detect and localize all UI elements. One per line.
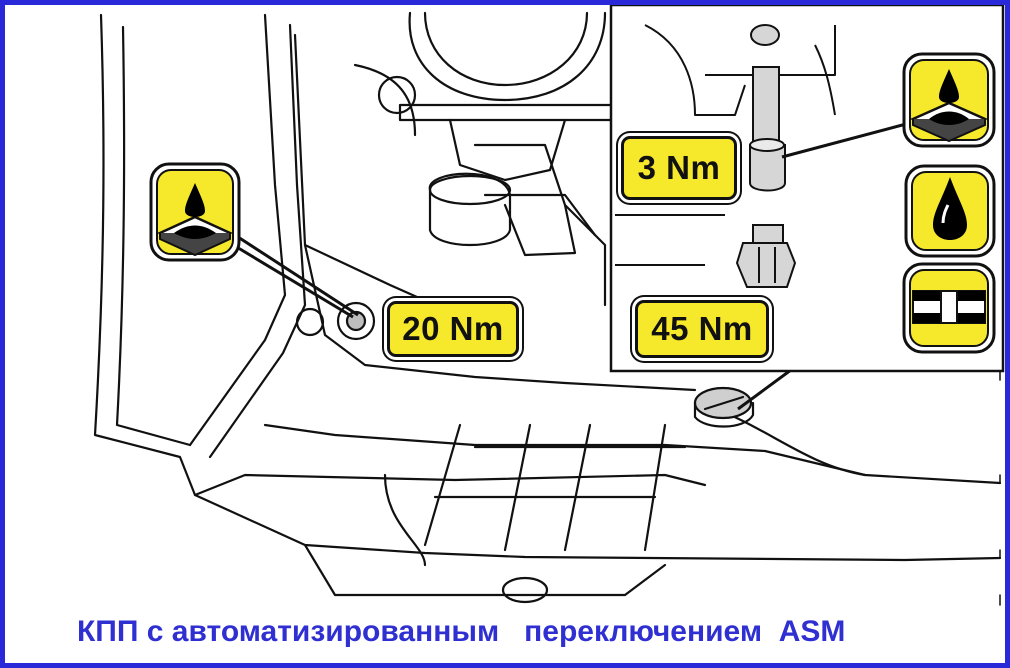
oil-on-surface-icon [902, 52, 996, 148]
oil-drop-icon [904, 164, 996, 258]
seal-ring-icon [902, 262, 996, 354]
torque-label-stud: 3 Nm [621, 136, 737, 200]
torque-label-filler-plug: 45 Nm [635, 300, 769, 358]
torque-label-drain-plug: 20 Nm [387, 301, 519, 357]
oil-on-surface-icon [149, 162, 241, 262]
diagram-caption: КПП с автоматизированным переключением A… [77, 615, 846, 648]
